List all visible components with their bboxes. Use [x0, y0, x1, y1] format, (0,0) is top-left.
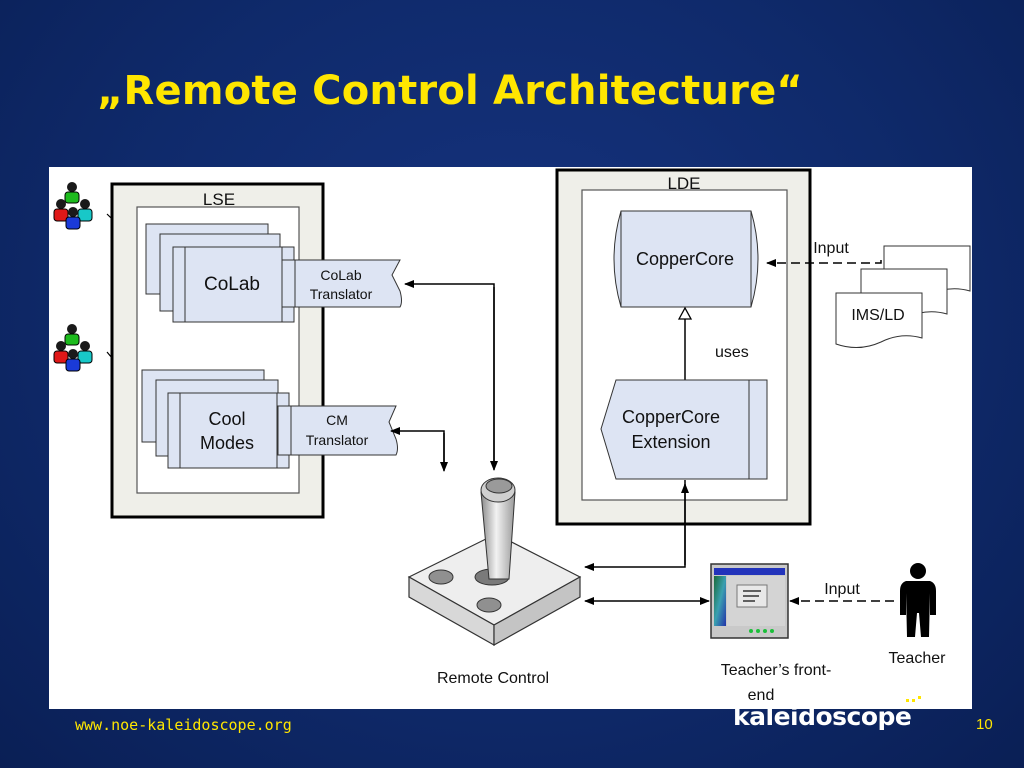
coppercore-extension-component: CopperCore Extension	[600, 379, 768, 480]
teacher-label: Teacher	[889, 650, 947, 667]
page-number: 10	[976, 716, 993, 733]
cool-modes-component: Cool Modes	[141, 369, 290, 469]
student-group-icon-bottom	[53, 324, 93, 372]
coppercore-label: CopperCore	[636, 249, 734, 269]
input-label-bottom: Input	[824, 581, 860, 598]
kaleidoscope-logo: kaleidoscope	[733, 702, 912, 731]
cool-modes-label-2: Modes	[200, 433, 254, 453]
architecture-diagram: LSE CoLab CoLab Translator Cool Modes CM…	[49, 167, 972, 709]
ims-ld-label: IMS/LD	[851, 307, 904, 324]
slide-title: „Remote Control Architecture“	[97, 68, 803, 114]
cm-translator-label-1: CM	[326, 412, 348, 428]
teacher-frontend-label-1: Teacher’s front-	[721, 662, 832, 679]
diagram-canvas: LSE CoLab CoLab Translator Cool Modes CM…	[53, 168, 971, 704]
logo-dots-icon	[906, 696, 921, 702]
teacher-person-icon	[900, 563, 936, 637]
uses-label: uses	[715, 344, 749, 361]
colab-component: CoLab	[145, 223, 295, 323]
coppercore-component: CopperCore	[613, 210, 759, 308]
colab-translator-label-1: CoLab	[320, 267, 361, 283]
colab-translator-label-2: Translator	[310, 286, 373, 302]
remote-control-label: Remote Control	[437, 670, 549, 687]
input-label-top: Input	[813, 240, 849, 257]
cm-translator: CM Translator	[277, 405, 398, 456]
teacher-frontend-label-2: end	[748, 687, 775, 704]
teacher-frontend-monitor-icon	[710, 563, 789, 639]
ims-ld-documents: IMS/LD	[835, 245, 971, 348]
footer-url: www.noe-kaleidoscope.org	[75, 716, 292, 734]
cool-modes-label-1: Cool	[208, 409, 245, 429]
colab-label: CoLab	[204, 274, 260, 295]
coppercore-extension-label-2: Extension	[631, 432, 710, 452]
lde-label: LDE	[667, 174, 700, 193]
cm-translator-label-2: Translator	[306, 432, 369, 448]
lse-label: LSE	[203, 190, 235, 209]
colab-translator: CoLab Translator	[281, 259, 402, 308]
remote-control-joystick-icon	[407, 477, 582, 647]
coppercore-extension-label-1: CopperCore	[622, 407, 720, 427]
student-group-icon-top	[53, 182, 93, 230]
